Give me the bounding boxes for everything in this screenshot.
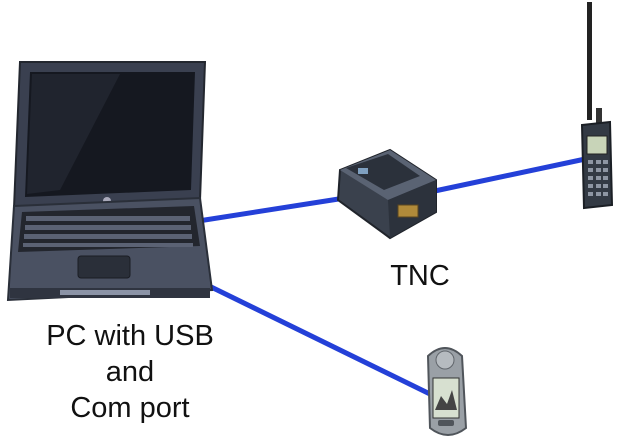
cable-pc-to-tnc xyxy=(191,195,346,225)
cable-tnc-to-radio xyxy=(429,155,591,195)
pc-label-line-3: Com port xyxy=(70,392,190,424)
gps-receiver-icon xyxy=(426,347,468,436)
pc-label: PC with USB and Com port xyxy=(30,318,230,426)
cable-pc-to-gps xyxy=(203,281,434,398)
radio-transceiver-icon xyxy=(580,2,614,210)
pc-label-line-1: PC with USB xyxy=(46,320,214,352)
pc-label-line-2: and xyxy=(105,356,155,388)
tnc-device-icon xyxy=(336,148,437,240)
laptop-icon xyxy=(6,61,214,302)
tnc-label: TNC xyxy=(390,260,450,292)
